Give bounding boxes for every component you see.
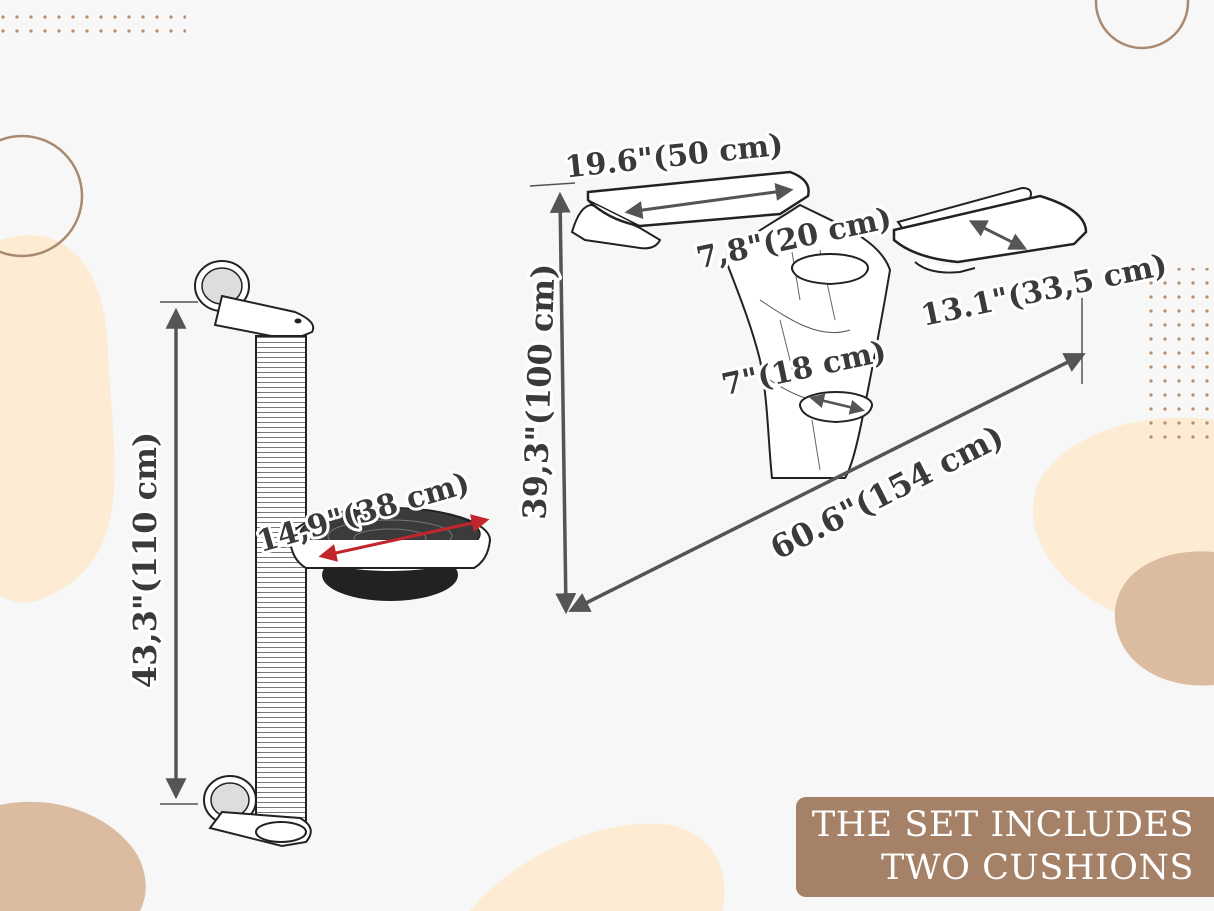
bowl-diameter-line [318,514,490,562]
blob-bottom-left-tan [0,801,146,911]
set-height-label: 39,3"(100 cm) [516,263,563,520]
step-diameter-line [809,393,865,415]
cushions-banner: THE SET INCLUDES TWO CUSHIONS [796,797,1214,897]
blob-left-light [0,234,115,603]
dot-grid-top-left [0,8,186,42]
post-height-label: 43,3"(110 cm) [126,432,164,688]
circle-outline-top-right [1094,0,1190,50]
blob-right-tan [1114,551,1214,686]
set-height-line [549,191,577,615]
set-length-line [568,353,1086,612]
banner-line-1: THE SET INCLUDES [811,805,1194,845]
shelf-width-line [624,183,794,219]
dimension-lines [160,182,1086,805]
side-shelf-depth-line [968,220,1028,250]
scratching-post-with-bowl-icon [194,260,491,848]
dot-grid-right [1144,268,1214,448]
circle-outline-left [0,134,84,258]
banner-line-2: TWO CUSHIONS [880,848,1194,888]
blob-bottom-center-light [470,823,725,911]
